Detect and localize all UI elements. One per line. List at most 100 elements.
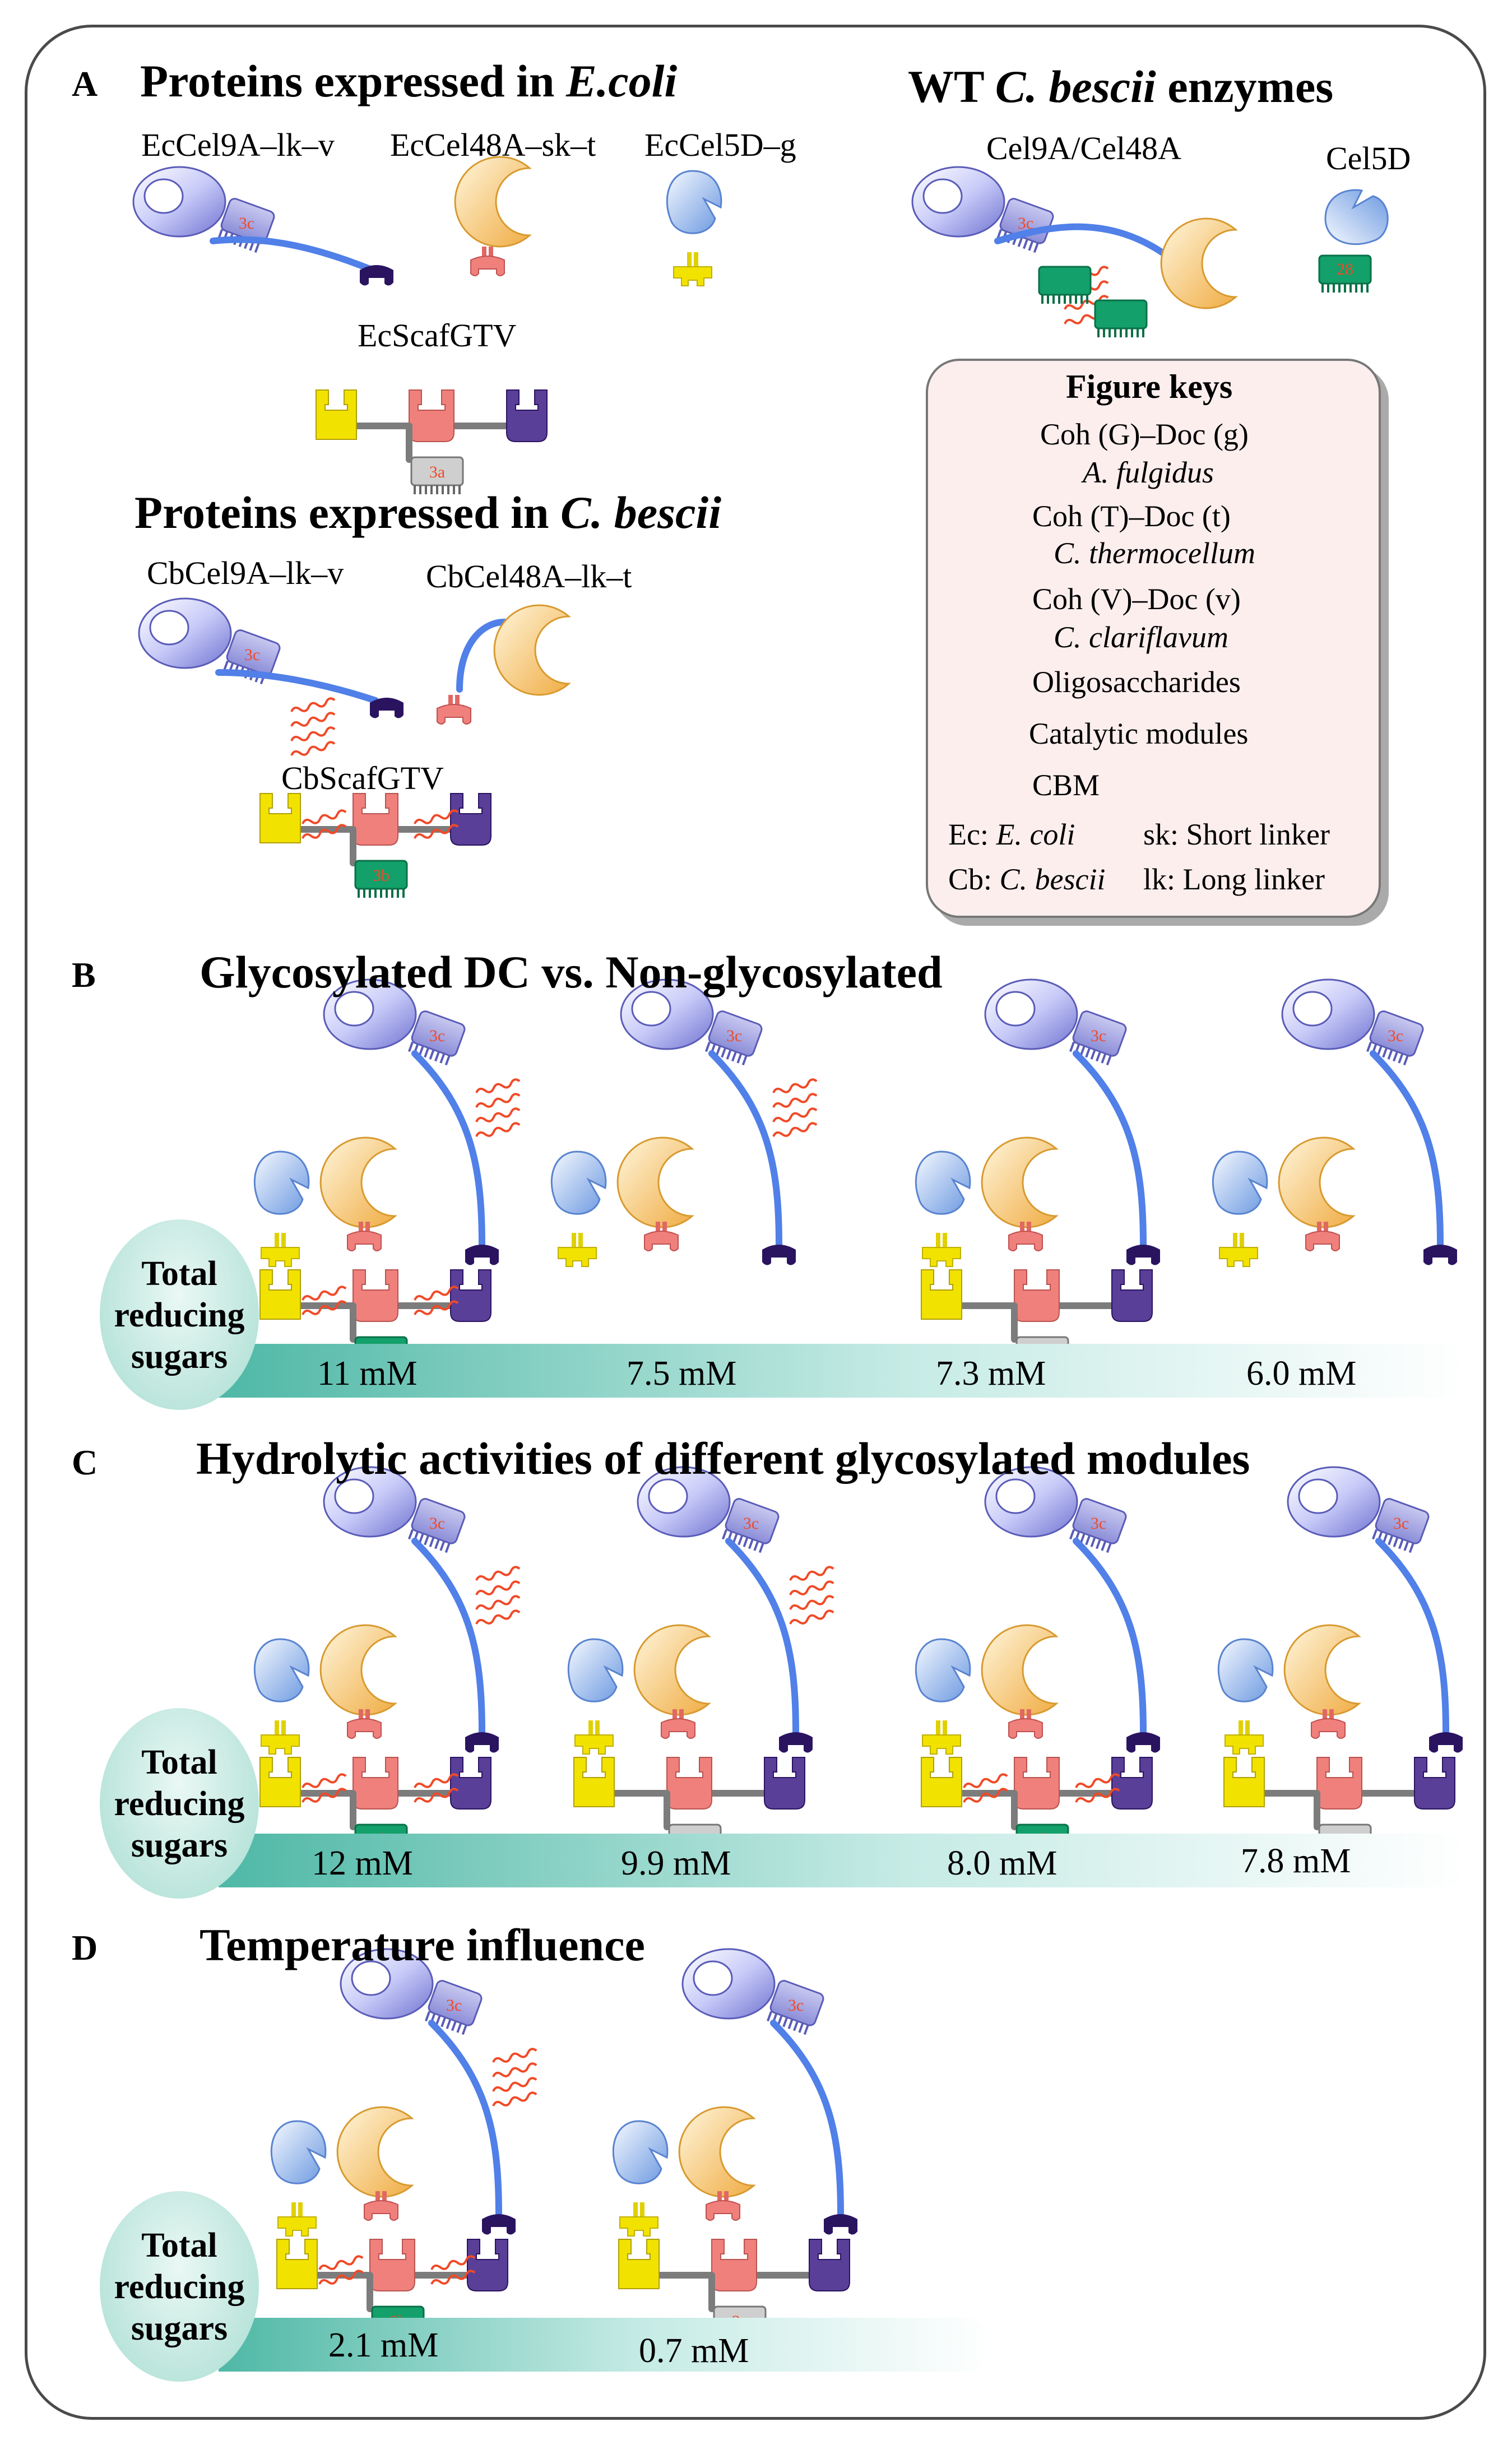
key-t-pair: Coh (T)–Doc (t) <box>1032 499 1231 533</box>
dockerin-v <box>1429 1732 1463 1753</box>
cbm3b-module <box>1094 299 1148 338</box>
label-wt-cel5d: Cel5D <box>1326 140 1411 177</box>
oligosaccharide-chain <box>289 725 337 745</box>
oligosaccharide-chain <box>474 1594 522 1613</box>
gh48-catalytic-module <box>616 1136 693 1228</box>
oligosaccharide-chain <box>771 1121 819 1140</box>
panel-d-total-ellipse <box>100 2191 259 2382</box>
gh5-catalytic-module <box>1324 189 1389 245</box>
panel-a-title-ecoli: Proteins expressed in E.coli <box>140 55 678 106</box>
cbm-label: 3b <box>373 866 389 885</box>
dockerin-g <box>261 1720 299 1754</box>
label-ecscafgtv: EcScafGTV <box>358 317 517 354</box>
gh5-catalytic-module <box>567 1638 624 1702</box>
panel-d-value-2: 0.7 mM <box>639 2332 749 2370</box>
cbm28-label: 28 <box>1337 260 1353 279</box>
panel-a-title-cbescii: Proteins expressed in C. bescii <box>134 487 721 538</box>
cohesin-g <box>259 1269 301 1320</box>
dockerin-t <box>471 247 504 276</box>
panel-c-value-2: 9.9 mM <box>621 1844 731 1882</box>
key-cbm: CBM <box>1032 768 1100 802</box>
cohesin-v <box>764 1757 805 1810</box>
oligosaccharide-chain <box>317 2254 365 2274</box>
key-g-org: A. fulgidus <box>1083 456 1214 489</box>
cohesin-t <box>353 1757 398 1810</box>
oligosaccharide-chain <box>300 1284 348 1304</box>
oligosaccharide-chain <box>771 1092 819 1111</box>
cohesin-t <box>353 1269 398 1322</box>
panel-b-value-3: 7.3 mM <box>936 1354 1046 1393</box>
dockerin-v <box>370 698 403 718</box>
panel-c-value-4: 7.8 mM <box>1241 1842 1351 1880</box>
cohesin-t <box>711 2239 757 2291</box>
gh9-catalytic-module <box>911 166 1005 238</box>
gh5-catalytic-module <box>253 1638 310 1702</box>
gh5-catalytic-module <box>550 1150 607 1215</box>
panel-d-value-1: 2.1 mM <box>328 2326 439 2364</box>
oligosaccharide-chain <box>474 1565 522 1584</box>
dockerin-v <box>762 1245 796 1265</box>
gh48-catalytic-module <box>1160 217 1237 309</box>
cbm3c-label: 3c <box>1091 1027 1106 1045</box>
panel-a-title-wt: WT C. bescii enzymes <box>908 61 1334 112</box>
cohesin-t <box>409 389 454 442</box>
dockerin-v <box>1423 1245 1457 1265</box>
cbm3c-label: 3c <box>239 214 254 233</box>
figure-keys-box <box>926 359 1381 918</box>
dockerin-g <box>278 2202 316 2236</box>
cohesin-t <box>353 793 398 846</box>
cbcel48a-linker <box>456 619 508 693</box>
gh9-catalytic-module <box>681 1948 776 2020</box>
panel-d-letter: D <box>72 1928 98 1968</box>
dockerin-v <box>824 2214 857 2235</box>
gh9-catalytic-module <box>984 978 1078 1050</box>
panel-b-total-ellipse <box>100 1219 259 1410</box>
cbm3c-label: 3c <box>429 1514 445 1533</box>
key-v-org: C. clariflavum <box>1054 620 1228 654</box>
cohesin-t <box>1014 1269 1060 1322</box>
cel9a-linker <box>994 223 1180 267</box>
gh5-catalytic-module <box>915 1150 971 1215</box>
oligosaccharide-chain <box>300 1772 348 1792</box>
oligosaccharide-chain <box>788 1565 836 1584</box>
gh9-catalytic-module <box>1287 1466 1381 1538</box>
dockerin-v <box>1126 1732 1160 1753</box>
dockerin-v <box>1126 1245 1160 1265</box>
dockerin-v <box>465 1245 499 1265</box>
label-wt-cel9a-cel48a: Cel9A/Cel48A <box>986 130 1181 166</box>
cel9a-linker <box>215 669 379 704</box>
dockerin-g <box>575 1720 613 1754</box>
gh5-catalytic-module <box>1217 1638 1274 1702</box>
cel9a-linker <box>708 1050 782 1247</box>
dockerin-g <box>261 1233 299 1266</box>
cohesin-v <box>506 389 548 442</box>
cohesin-g <box>316 389 357 440</box>
gh5-catalytic-module <box>915 1638 971 1702</box>
cohesin-g <box>573 1757 615 1807</box>
gh48-catalytic-module <box>1283 1624 1360 1716</box>
gh48-catalytic-module <box>981 1136 1058 1228</box>
dockerin-g <box>620 2202 658 2236</box>
panel-b-letter: B <box>72 955 96 995</box>
key-oligo: Oligosaccharides <box>1032 665 1241 699</box>
panel-c-title: Hydrolytic activities of different glyco… <box>196 1433 1250 1484</box>
dockerin-g <box>674 252 712 286</box>
gh5-catalytic-module <box>253 1150 310 1215</box>
cel9a-linker <box>411 1050 485 1247</box>
gh48-catalytic-module <box>454 156 531 248</box>
oligosaccharide-chain <box>788 1594 836 1613</box>
cohesin-g <box>921 1757 962 1807</box>
panel-a-letter: A <box>72 64 98 104</box>
gh5-catalytic-module <box>1212 1150 1268 1215</box>
panel-c-value-3: 8.0 mM <box>947 1844 1058 1882</box>
cohesin-g <box>921 1269 962 1320</box>
label-cbcel48a: CbCel48A–lk–t <box>426 558 632 595</box>
panel-b-sugar-bar <box>219 1344 1468 1398</box>
cohesin-v <box>450 793 491 846</box>
gh5-catalytic-module <box>270 2120 327 2184</box>
cohesin-g <box>259 793 301 843</box>
key-catalytic: Catalytic modules <box>1029 717 1249 750</box>
cohesin-v <box>1414 1757 1455 1810</box>
cbm3b-module <box>1038 266 1092 305</box>
